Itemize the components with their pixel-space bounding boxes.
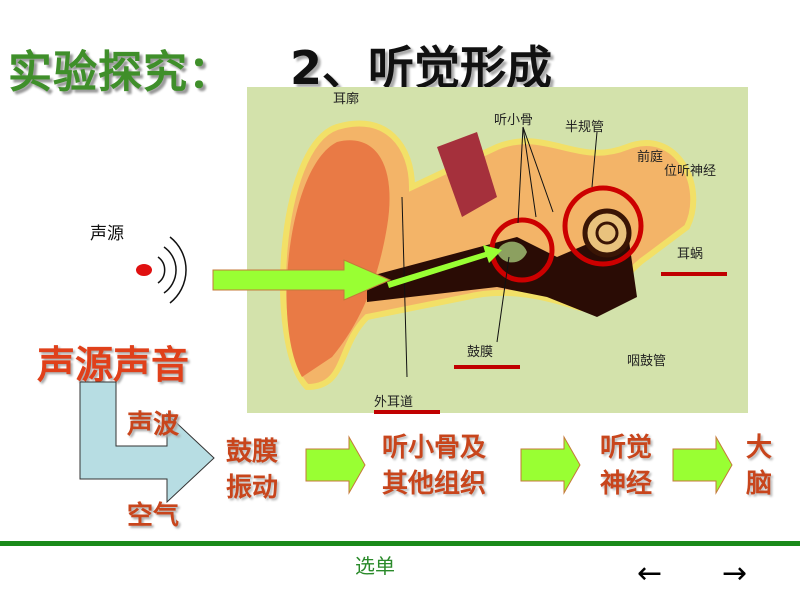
flow-air: 空气 <box>127 501 180 531</box>
label-nerve: 位听神经 <box>664 164 717 179</box>
sound-source-label: 声源 <box>90 224 124 244</box>
underline-eardrum <box>454 365 520 369</box>
flow-step-ossicles: 听小骨及其他组织 <box>382 430 486 502</box>
step-line: 其他组织 <box>382 469 487 499</box>
step-line: 神经 <box>600 469 653 499</box>
step-line: 听觉 <box>600 433 653 463</box>
label-vestibule: 前庭 <box>637 150 664 165</box>
label-cochlea: 耳蜗 <box>677 247 704 262</box>
sound-wave-icon <box>136 236 187 304</box>
ear-diagram <box>247 87 748 413</box>
flow-arrow-3 <box>672 435 733 495</box>
flow-step-nerve: 听觉神经 <box>600 430 652 502</box>
title-prefix: 实验探究： <box>8 47 233 98</box>
step-line: 脑 <box>746 469 773 499</box>
label-eustachian: 咽鼓管 <box>627 354 667 369</box>
l-arrow <box>79 381 215 504</box>
menu-link[interactable]: 选单 <box>355 554 395 578</box>
sound-arrow <box>212 259 392 301</box>
step-line: 鼓膜 <box>226 437 279 467</box>
ear-illustration <box>280 120 697 391</box>
next-button[interactable]: → <box>722 556 748 591</box>
label-auricle: 耳廓 <box>333 92 360 107</box>
flow-arrow-2 <box>520 435 581 495</box>
flow-step-eardrum: 鼓膜振动 <box>226 434 278 506</box>
flow-arrow-1 <box>305 435 366 495</box>
label-canal: 外耳道 <box>374 395 414 410</box>
underline-cochlea <box>661 272 727 276</box>
step-line: 听小骨及 <box>382 433 487 463</box>
step-line: 振动 <box>226 473 279 503</box>
page-title: 2、听觉形成 <box>290 41 553 95</box>
flow-step-brain: 大脑 <box>746 430 772 502</box>
step-line: 大 <box>746 433 773 463</box>
prev-button[interactable]: ← <box>637 556 663 591</box>
label-semicircular: 半规管 <box>565 120 605 135</box>
flow-start: 声源声音 <box>37 343 190 387</box>
label-eardrum: 鼓膜 <box>467 345 494 360</box>
flow-wave: 声波 <box>127 410 180 440</box>
footer-divider <box>0 541 800 546</box>
underline-canal <box>374 410 440 414</box>
label-ossicles: 听小骨 <box>494 113 534 128</box>
